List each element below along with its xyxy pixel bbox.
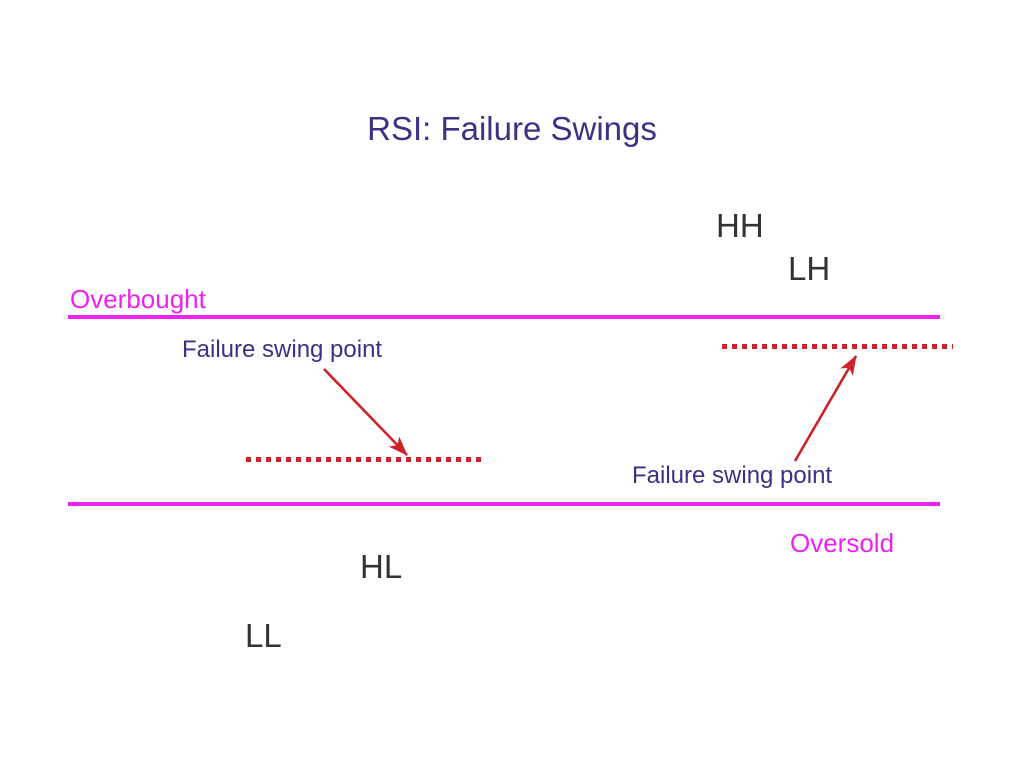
swing-marker-hl: HL	[360, 548, 403, 585]
failure-swing-level-line-left	[246, 457, 482, 462]
overbought-threshold-line	[68, 315, 940, 319]
swing-marker-hh: HH	[716, 207, 764, 244]
failure-swing-level-line-right	[722, 344, 953, 349]
failure-swing-point-label-right: Failure swing point	[632, 462, 833, 489]
oversold-label: Oversold	[790, 528, 895, 558]
overbought-label: Overbought	[70, 284, 206, 314]
page-title: RSI: Failure Swings	[367, 110, 657, 147]
swing-marker-lh: LH	[788, 250, 831, 287]
oversold-threshold-line	[68, 502, 940, 506]
failure-swing-arrow-right	[793, 355, 858, 462]
swing-marker-ll: LL	[245, 617, 282, 654]
failure-swing-arrow-left	[323, 368, 408, 456]
failure-swing-point-label-left: Failure swing point	[182, 336, 383, 363]
